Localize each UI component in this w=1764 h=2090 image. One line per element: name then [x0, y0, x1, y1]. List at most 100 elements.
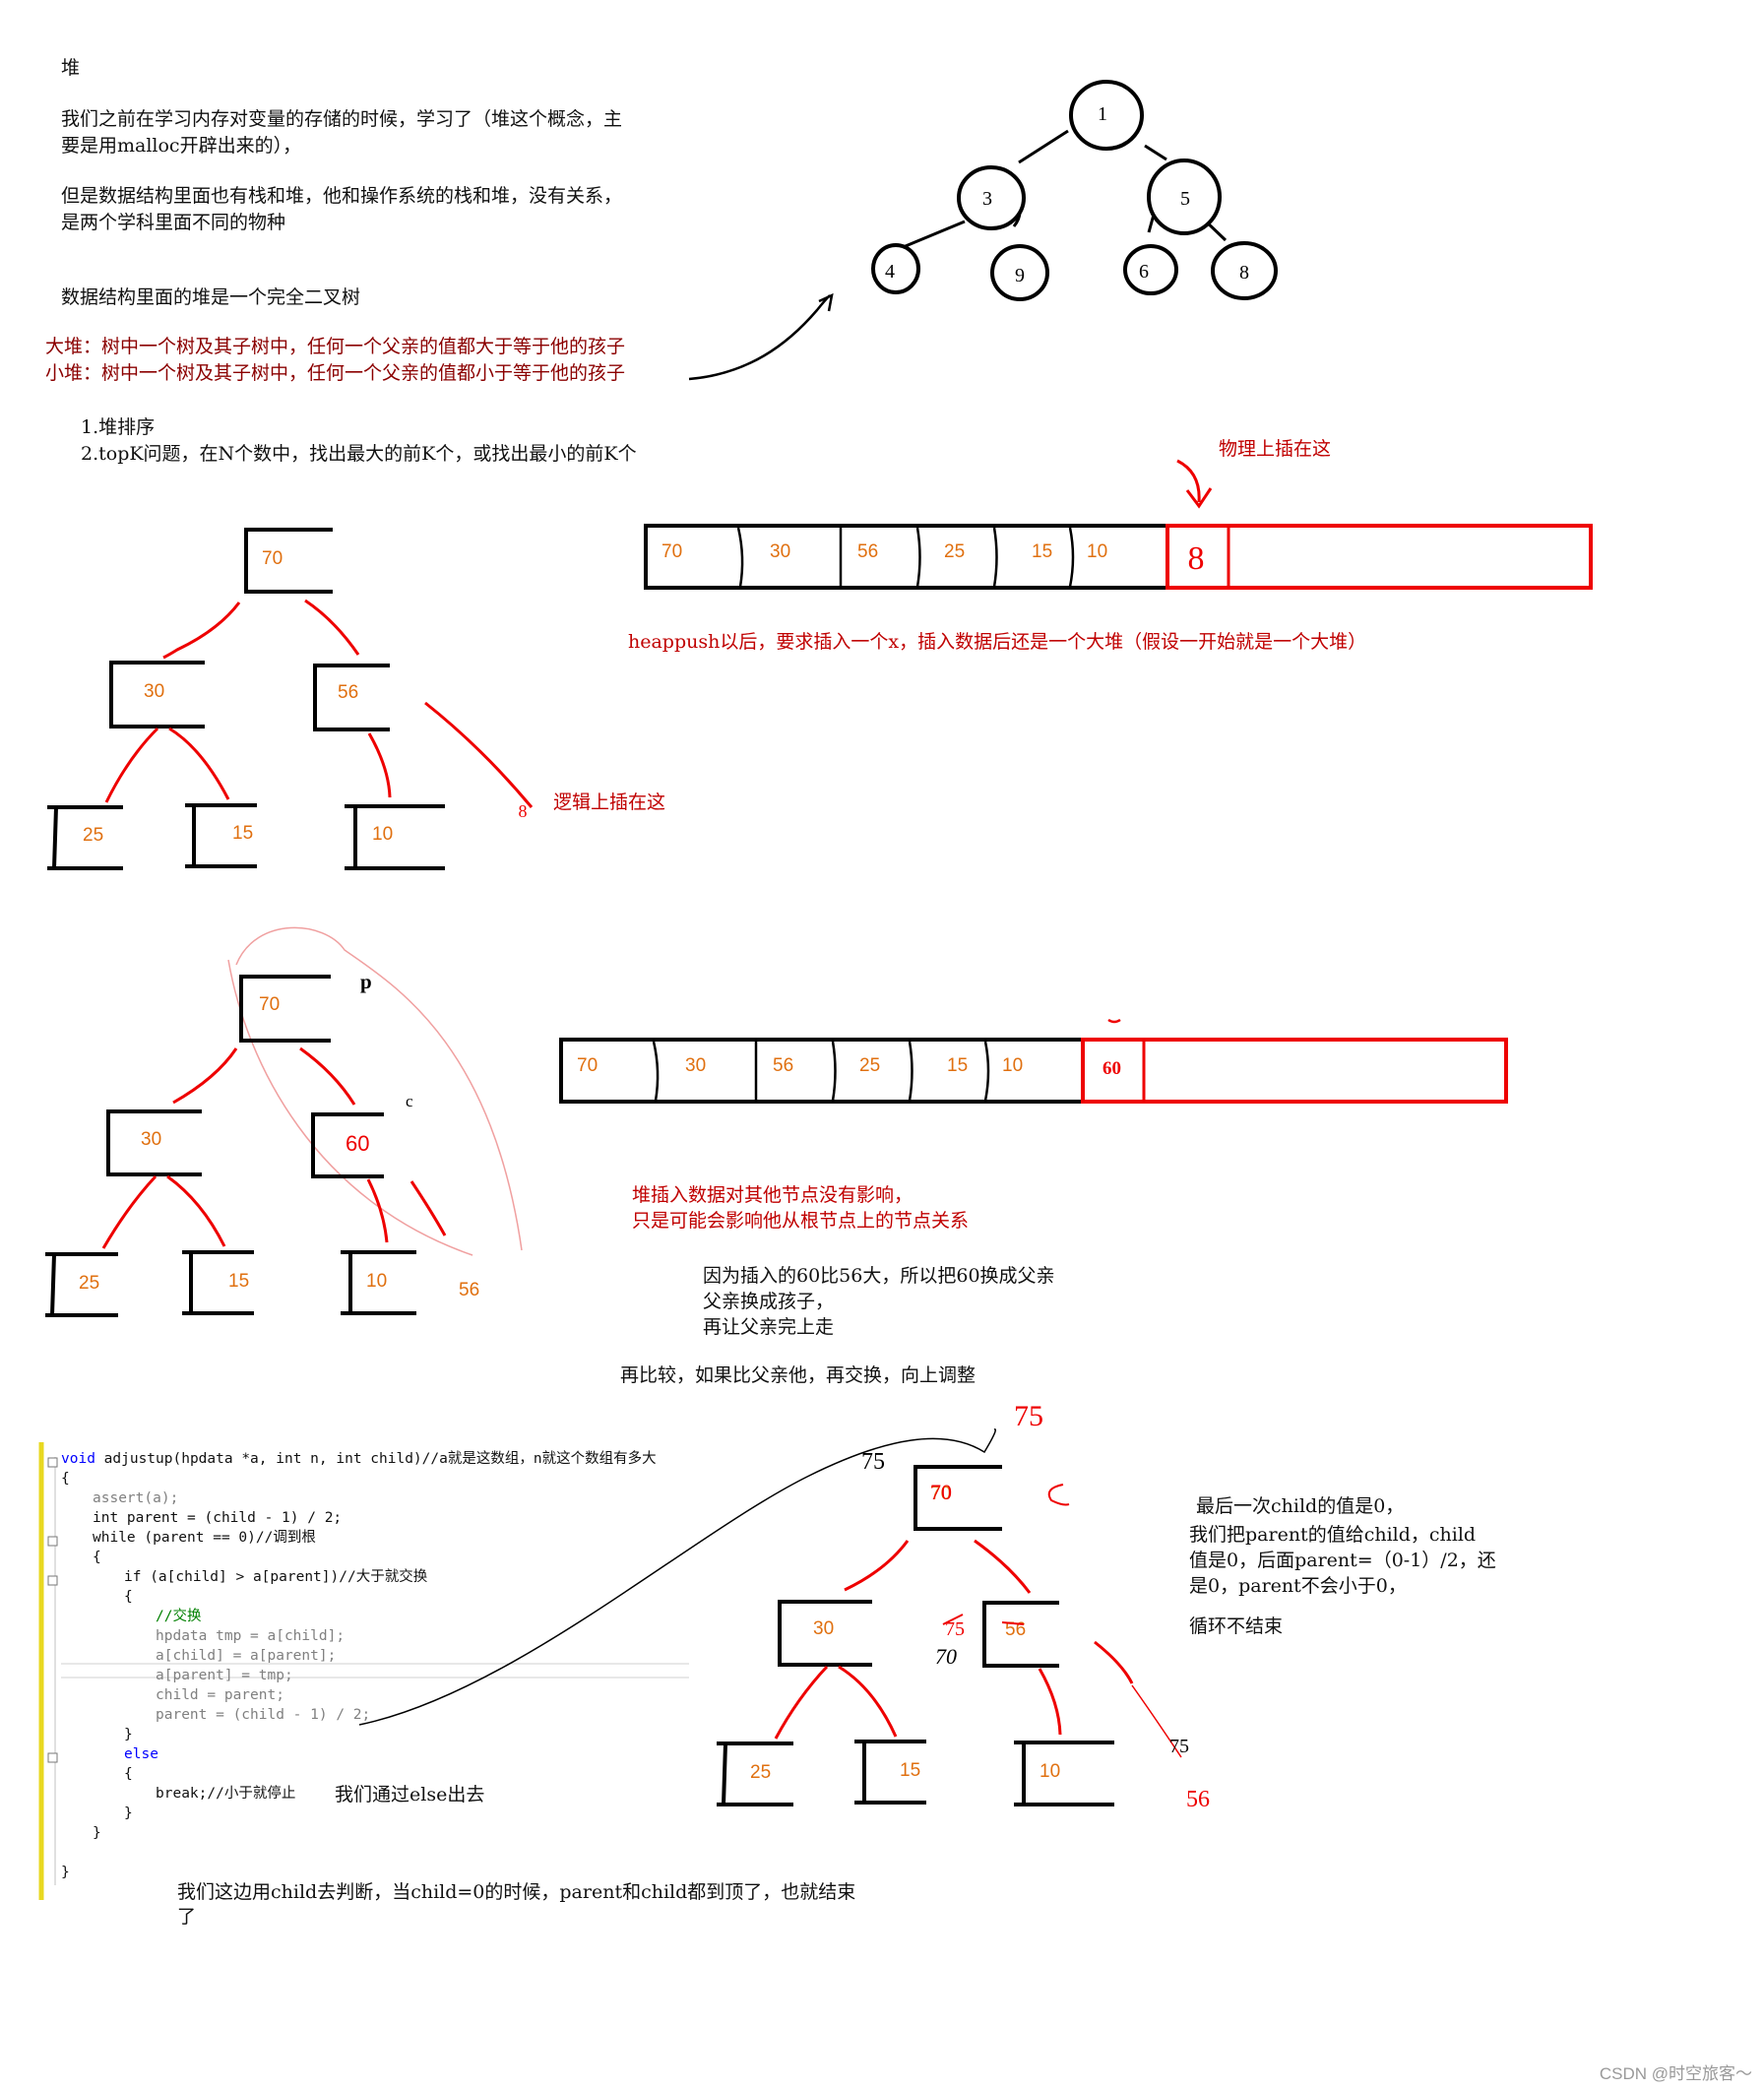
- pink-sketch: [235, 926, 523, 1251]
- code-line: while (parent == 0)//调到根: [93, 1530, 316, 1546]
- tree-node-circle: [1069, 80, 1144, 151]
- tree-box: [109, 661, 205, 728]
- tick-mark: [1107, 1018, 1121, 1024]
- tree-edge: [844, 1540, 910, 1592]
- tree-node-value: 25: [750, 1762, 771, 1783]
- loop-note: 最后一次child的值是0，: [1196, 1495, 1405, 1517]
- section2-array-values: 70 30 56 25 15 10: [577, 1055, 1023, 1076]
- tree-node-value: 70: [930, 1484, 951, 1504]
- tree-edge: [104, 727, 159, 803]
- scribble-number: 56: [1186, 1787, 1210, 1812]
- code-line: }: [61, 1865, 70, 1880]
- child-zero-note: 了: [177, 1906, 197, 1928]
- pointer-arrow: [688, 294, 831, 381]
- tree-box: [185, 803, 257, 868]
- array-divider: [908, 1041, 914, 1102]
- else-note: 我们通过else出去: [335, 1784, 485, 1805]
- tree-edge: [1094, 1640, 1134, 1684]
- arrow-head: [818, 292, 834, 312]
- fold-box[interactable]: [47, 1536, 58, 1547]
- child-zero-note: 我们这边用child去判断，当child=0的时候，parent和child都到…: [177, 1881, 856, 1903]
- child-label: c: [406, 1092, 413, 1110]
- array-extension: [1081, 1038, 1508, 1104]
- tree-box: [45, 1252, 118, 1317]
- code-line: a[parent] = tmp;: [156, 1668, 293, 1683]
- scribble-number: 70: [930, 1480, 952, 1504]
- code-line: else: [124, 1746, 158, 1762]
- pink-sketch: [227, 959, 473, 1256]
- tree-box: [244, 528, 333, 594]
- use-case: 2.topK问题，在N个数中，找出最大的前K个，或找出最小的前K个: [81, 443, 637, 465]
- array-divider: [831, 1041, 837, 1102]
- section3-scribbles: 75 70 75 75 70 75 56: [861, 1400, 1210, 1812]
- array-divider: [992, 527, 998, 588]
- tree-edge: [168, 727, 230, 800]
- tree-box: [182, 1250, 254, 1315]
- tree-node-label: 3: [982, 188, 992, 210]
- array-cell-value: 30: [685, 1055, 706, 1076]
- fold-box[interactable]: [47, 1575, 58, 1586]
- strike-mark: [1001, 1621, 1025, 1625]
- section3-tree-boxes: [717, 1465, 1114, 1806]
- tree-box: [341, 1250, 416, 1315]
- tree-node-circle: [1123, 244, 1178, 295]
- code-keyword: void: [61, 1451, 95, 1467]
- edge: [1018, 129, 1069, 164]
- code-line: break;//小于就停止: [156, 1786, 296, 1802]
- array-cell-value: 25: [859, 1055, 880, 1076]
- tree-node-value: 30: [813, 1618, 834, 1639]
- note-line: 数据结构里面的堆是一个完全二叉树: [61, 286, 361, 308]
- array-cell-value: 15: [1032, 541, 1052, 562]
- code-line: assert(a);: [93, 1490, 179, 1506]
- physical-insert-label: 物理上插在这: [1219, 438, 1332, 460]
- section1-tree-boxes: [47, 528, 445, 870]
- edge: [900, 220, 966, 250]
- fold-markers: [47, 1457, 58, 1763]
- small-heap-definition: 小堆：树中一个树及其子树中，任何一个父亲的值都小于等于他的孩子: [45, 362, 626, 384]
- tree-node-value: 15: [228, 1271, 249, 1292]
- tree-node-value: 30: [144, 681, 164, 702]
- tree-edge: [424, 701, 534, 808]
- tree-node-label: 1: [1098, 103, 1107, 125]
- fold-box[interactable]: [47, 1752, 58, 1763]
- section1-tree-edges: [104, 599, 534, 808]
- tree-edge: [101, 1174, 158, 1249]
- tree-box: [854, 1740, 926, 1805]
- tree-node-circle: [871, 243, 920, 294]
- adjust-up-note: 再比较，如果比父亲他，再交换，向上调整: [620, 1364, 976, 1386]
- tree-node-value: 10: [372, 824, 393, 845]
- tree-box: [311, 1112, 384, 1178]
- tree-node-value: 70: [259, 994, 280, 1015]
- tree-box: [47, 805, 123, 870]
- logical-insert-label: 逻辑上插在这: [553, 792, 666, 813]
- array-cell-value: 15: [947, 1055, 968, 1076]
- tree-box: [239, 975, 331, 1043]
- strike-mark: [942, 1614, 964, 1625]
- code-line: child = parent;: [156, 1687, 284, 1703]
- swap-explanation: 父亲换成孩子，: [703, 1291, 835, 1312]
- note-line: 但是数据结构里面也有栈和堆，他和操作系统的栈和堆，没有关系，: [61, 185, 623, 207]
- tree-node-label: 5: [1180, 188, 1190, 210]
- code-text: adjustup(hpdata *a, int n, int child)//a…: [103, 1451, 657, 1467]
- tree-node-value: 15: [900, 1760, 920, 1781]
- array-cell-value: 10: [1002, 1055, 1023, 1076]
- fold-box[interactable]: [47, 1457, 58, 1468]
- scribble-number: 75: [945, 1618, 965, 1640]
- section1-tree-values: 70 30 56 25 15 10: [83, 548, 393, 846]
- tree-node-label: 6: [1139, 261, 1149, 283]
- tree-box: [778, 1600, 872, 1667]
- tree-node-circle: [957, 165, 1026, 230]
- tree-node-value: 15: [232, 823, 253, 844]
- heappush-note: heappush以后，要求插入一个x，插入数据后还是一个大堆（假设一开始就是一个…: [628, 631, 1367, 653]
- code-line: void adjustup(hpdata *a, int n, int chil…: [61, 1449, 657, 1469]
- section1-array-values: 70 30 56 25 15 10: [662, 541, 1107, 562]
- loop-note: 我们把parent的值给child，child: [1189, 1524, 1477, 1546]
- tree-edge: [304, 599, 360, 656]
- code-comment: //交换: [156, 1609, 202, 1624]
- tree-edge: [367, 732, 392, 798]
- array-cell-value: 30: [770, 541, 790, 562]
- code-line: }: [124, 1727, 133, 1742]
- tree-node-value: 10: [1040, 1761, 1060, 1782]
- moved-value: 56: [459, 1280, 479, 1300]
- code-snippet: void adjustup(hpdata *a, int n, int chil…: [39, 1439, 689, 1902]
